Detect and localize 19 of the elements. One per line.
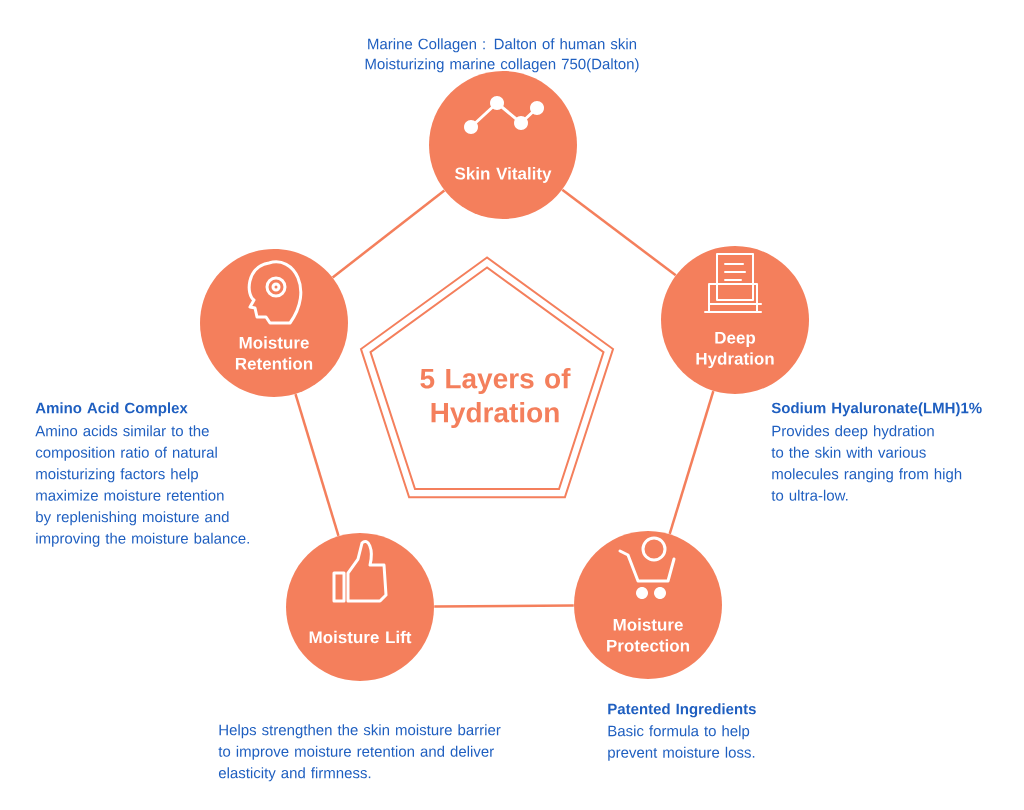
description-text: Marine Collagen : Dalton of human skin — [368, 38, 637, 53]
connector-line — [668, 390, 715, 535]
circle-node: Moisture Retention — [200, 249, 348, 397]
connector-line — [561, 188, 677, 277]
circle-node: Moisture Protection — [574, 531, 722, 679]
description-text: Provides deep hydration to the skin with various molecules ranging from high to ultra-low. — [771, 425, 962, 501]
pentagon-frame: 5 Layers of Hydration — [359, 256, 615, 499]
description-text: Amino acids similar to the composition ratio of natural moisturizing factors help maximize moisture retention by replenishing moisture and improving the moisture balance. — [35, 425, 249, 547]
connector-line — [434, 604, 574, 608]
heading-text: Amino Acid Complex — [35, 402, 188, 417]
description-text: Basic formula to help prevent moisture loss. — [608, 725, 755, 761]
heading-text: Patented Ingredients — [608, 703, 756, 718]
description-text: Moisturizing marine collagen 750(Dalton) — [365, 58, 639, 73]
connector-line — [294, 393, 340, 537]
description-text: Helps strengthen the skin moisture barrier to improve moisture retention and deliver elasticity and firmness. — [218, 724, 501, 782]
circle-node: Deep Hydration — [661, 246, 809, 394]
heading-text: Sodium Hyaluronate(LMH)1% — [771, 402, 982, 417]
connector-line — [331, 189, 446, 279]
circle-node: Moisture Lift — [286, 533, 434, 681]
